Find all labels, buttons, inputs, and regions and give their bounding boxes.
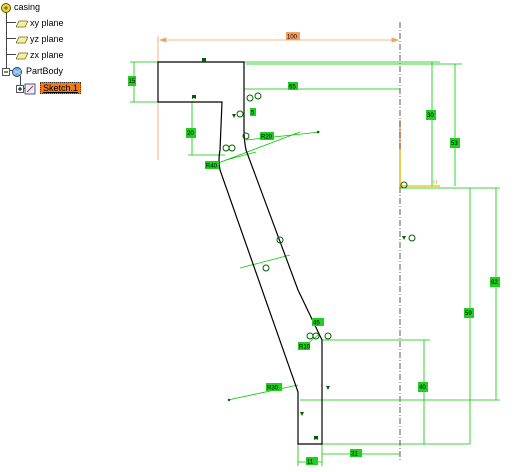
dim-40[interactable]: 40 [418, 382, 428, 392]
tangency-icon [306, 332, 314, 340]
specification-tree: casing xy plane yz plane zx plane PartBo… [0, 0, 150, 100]
dim-text-20: 20 [187, 131, 194, 137]
point-icon [227, 398, 231, 402]
dim-45[interactable]: 45 [312, 318, 324, 327]
dim-5[interactable]: 5 [250, 108, 256, 117]
dim-text-40: 40 [419, 385, 426, 391]
dim-100[interactable]: 100 [286, 32, 300, 41]
constraint-symbols[interactable] [222, 92, 416, 340]
fix-icon [300, 412, 304, 416]
dim-text-65: 65 [289, 85, 296, 91]
dim-59[interactable]: 59 [464, 308, 474, 318]
dim-text-r30: R30 [267, 386, 279, 392]
fix-icon [326, 386, 330, 390]
dim-text-15: 15 [129, 79, 136, 85]
dim-15[interactable]: 15 [128, 76, 136, 86]
fix-icon [402, 236, 406, 240]
dim-text-5: 5 [251, 111, 255, 117]
tree-connector [6, 70, 16, 71]
dim-text-11: 11 [307, 460, 314, 466]
tangency-icon [228, 144, 236, 152]
dim-text-31: 31 [351, 452, 358, 458]
dim-31[interactable]: 31 [350, 449, 362, 458]
tangency-icon [408, 234, 416, 242]
tree-label: xy plane [30, 18, 64, 28]
tree-item-sketch-1[interactable]: Sketch.1 [16, 81, 82, 95]
tree-item-casing[interactable]: casing [0, 0, 40, 14]
tree-connector [6, 54, 16, 55]
horizontal-axis: H [399, 150, 440, 187]
tree-label: casing [14, 2, 41, 12]
reference-lines [157, 36, 401, 188]
fix-icon [232, 114, 236, 118]
fix-icon [314, 436, 318, 440]
tangency-icon [312, 332, 320, 340]
tangency-icon [262, 264, 270, 272]
tree-item-yz-plane[interactable]: yz plane [15, 32, 64, 46]
dim-text-r20: R20 [261, 135, 273, 141]
tree-label-selected: Sketch.1 [40, 82, 82, 94]
dim-text-100: 100 [287, 35, 298, 41]
dim-text-45: 45 [313, 321, 320, 327]
plane-icon [15, 20, 29, 28]
dim-r20[interactable]: R20 [260, 132, 274, 141]
fix-icon [202, 58, 206, 62]
plane-icon [15, 36, 29, 44]
expand-plus-icon[interactable] [16, 84, 24, 93]
tree-label: zx plane [30, 50, 64, 60]
point-icon [316, 130, 320, 134]
dim-r30[interactable]: R30 [266, 383, 282, 392]
origin-icon [400, 181, 408, 189]
tree-connector [20, 76, 21, 88]
tree-label: PartBody [26, 66, 64, 76]
dim-30[interactable]: 30 [426, 110, 436, 120]
body-icon [12, 66, 22, 77]
tree-item-partbody[interactable]: PartBody [2, 64, 63, 78]
dim-r40[interactable]: R40 [205, 161, 219, 170]
sketch-icon [24, 83, 36, 95]
sketch-profile[interactable] [157, 61, 323, 445]
tangency-icon [246, 94, 254, 102]
axis-label-h: H [433, 180, 437, 186]
dim-r10[interactable]: R10 [298, 342, 311, 351]
dimension-labels: 100 15 65 30 53 20 5 R20 [128, 32, 500, 466]
dim-20[interactable]: 20 [186, 128, 196, 138]
dim-text-82: 82 [491, 280, 498, 286]
dim-text-59: 59 [465, 311, 472, 317]
tree-item-xy-plane[interactable]: xy plane [15, 16, 64, 30]
part-icon [1, 2, 11, 13]
fix-constraint-icons[interactable] [192, 58, 406, 440]
dim-text-r10: R10 [299, 345, 311, 351]
dimension-lines [130, 61, 500, 466]
tangency-icon [236, 110, 244, 118]
dim-53[interactable]: 53 [450, 138, 460, 148]
tree-connector [6, 12, 7, 70]
dim-text-30: 30 [427, 113, 434, 119]
fix-icon [192, 95, 196, 99]
expand-minus-icon[interactable] [2, 67, 10, 76]
dim-11[interactable]: 11 [306, 457, 318, 466]
tangency-icon [276, 236, 284, 244]
tree-connector [6, 22, 16, 23]
dim-65[interactable]: 65 [288, 82, 298, 91]
dim-82[interactable]: 82 [490, 277, 500, 287]
tree-label: yz plane [30, 34, 64, 44]
tangency-icon [222, 144, 230, 152]
tree-item-zx-plane[interactable]: zx plane [15, 48, 64, 62]
plane-icon [15, 52, 29, 60]
tangency-icon [324, 332, 332, 340]
tangency-icon [242, 132, 250, 140]
dim-text-r40: R40 [206, 164, 218, 170]
tangency-icon [254, 92, 262, 100]
dim-text-53: 53 [451, 141, 458, 147]
tree-connector [6, 38, 16, 39]
